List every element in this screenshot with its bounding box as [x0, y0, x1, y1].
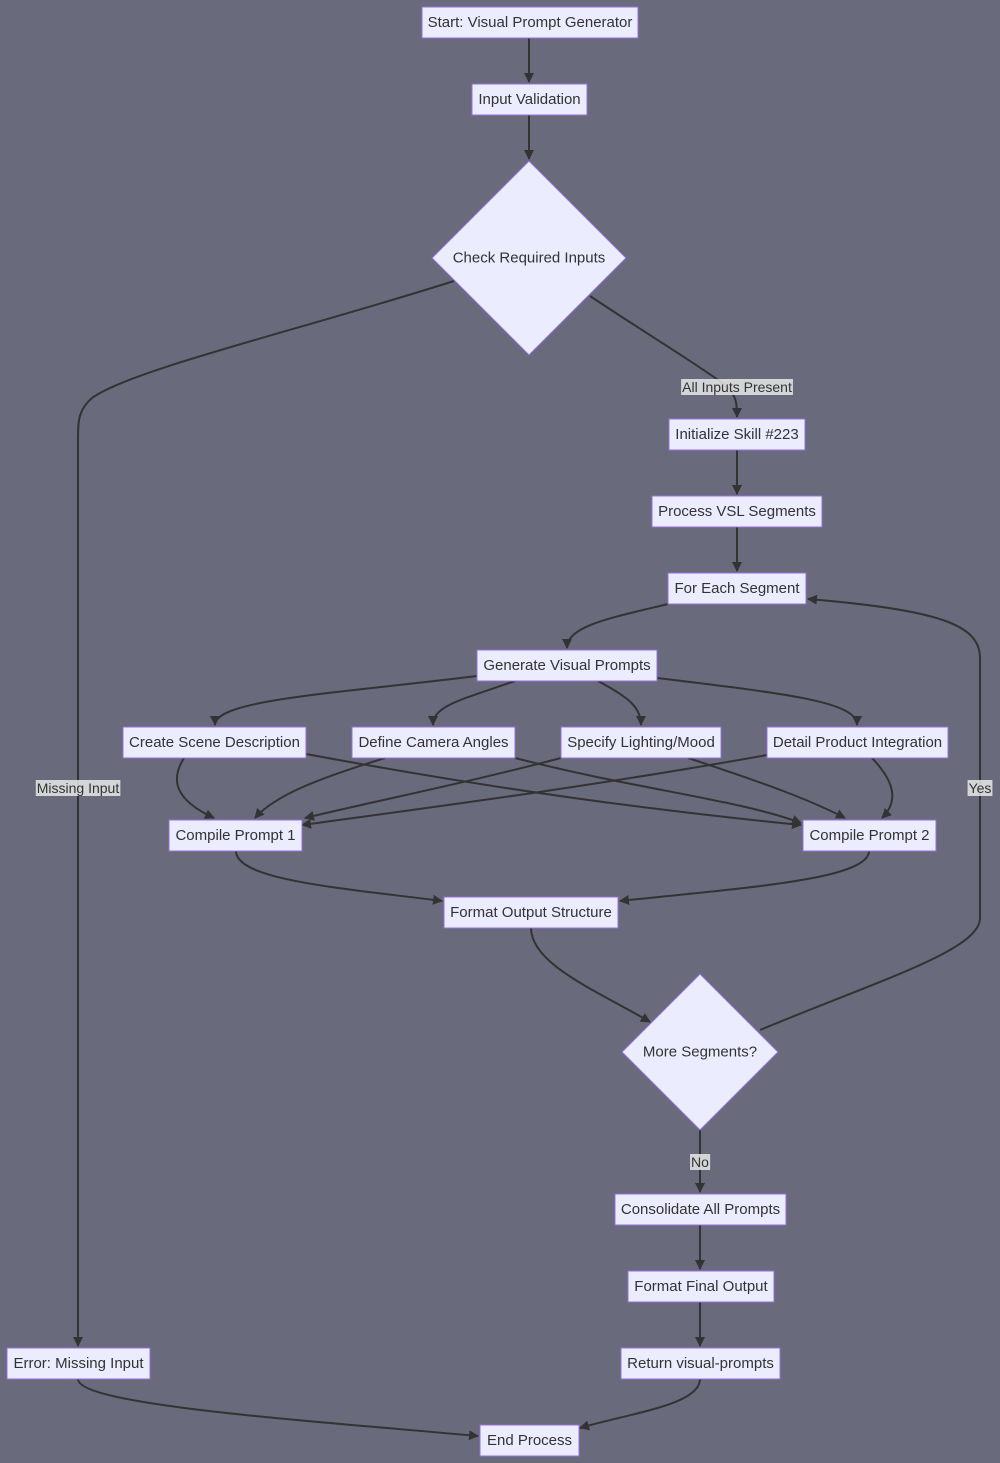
edge-scene-to-p2	[305, 753, 802, 830]
process-box-shape	[620, 1347, 781, 1380]
node-label: Error: Missing Input	[13, 1355, 144, 1372]
process-node-cons: Consolidate All Prompts	[614, 1193, 787, 1226]
process-node-validate: Input Validation	[471, 83, 588, 116]
process-node-p2: Compile Prompt 2	[802, 819, 937, 852]
edge-gen-to-product	[656, 677, 862, 726]
node-label: Compile Prompt 1	[175, 827, 295, 844]
process-node-p1: Compile Prompt 1	[168, 819, 303, 852]
edge-p2-to-fmt	[619, 850, 870, 906]
edge-each-to-gen	[562, 603, 669, 649]
edge-label-background	[35, 780, 121, 796]
process-box-shape	[443, 896, 619, 929]
edge-light-to-p1	[304, 757, 562, 821]
decision-node-more: More Segments?	[621, 973, 779, 1131]
node-label: Detail Product Integration	[773, 734, 942, 751]
edge-label-text: Yes	[969, 780, 992, 796]
edge-p1-to-fmt	[235, 850, 443, 905]
process-box-shape	[479, 1424, 580, 1457]
edge-label-background	[690, 1154, 711, 1170]
node-label: Create Scene Description	[129, 734, 300, 751]
node-label: Check Required Inputs	[453, 250, 606, 267]
node-label: Start: Visual Prompt Generator	[428, 14, 633, 31]
node-label: More Segments?	[643, 1044, 757, 1061]
node-label: Format Output Structure	[450, 904, 612, 921]
edge-light-to-p2	[687, 757, 846, 819]
edge-label-check-to-init: All Inputs Present	[681, 379, 793, 395]
node-label: Return visual-prompts	[627, 1355, 774, 1372]
process-box-shape	[476, 649, 658, 682]
process-box-shape	[627, 1270, 775, 1303]
edge-camera-to-p2	[514, 757, 802, 825]
decision-diamond-shape	[431, 160, 627, 356]
node-label: End Process	[487, 1432, 572, 1449]
process-node-final: Format Final Output	[627, 1270, 775, 1303]
process-box-shape	[6, 1347, 151, 1380]
edge-label-background	[681, 379, 793, 395]
node-label: Process VSL Segments	[658, 503, 816, 520]
process-box-shape	[351, 726, 516, 759]
node-label: Format Final Output	[634, 1278, 768, 1295]
edge-label-more-to-each: Yes	[967, 780, 993, 796]
process-node-end: End Process	[479, 1424, 580, 1457]
edge-product-to-p2	[871, 757, 894, 819]
process-node-vsl: Process VSL Segments	[651, 495, 823, 528]
decision-node-check: Check Required Inputs	[431, 160, 627, 356]
process-box-shape	[668, 418, 806, 451]
edge-check-to-init	[589, 295, 742, 418]
process-box-shape	[766, 726, 949, 759]
edge-gen-to-light	[597, 680, 646, 726]
node-label: Initialize Skill #223	[675, 426, 798, 443]
edge-label-text: Missing Input	[37, 780, 120, 796]
edge-label-more-to-cons: No	[690, 1154, 711, 1170]
node-label: Define Camera Angles	[358, 734, 508, 751]
process-node-ret: Return visual-prompts	[620, 1347, 781, 1380]
edge-more-to-each	[759, 594, 981, 1031]
edge-gen-to-scene	[210, 675, 478, 726]
process-box-shape	[122, 726, 307, 759]
edge-err-to-end	[77, 1378, 479, 1441]
node-label: Consolidate All Prompts	[621, 1201, 780, 1218]
process-box-shape	[421, 6, 639, 39]
process-box-shape	[560, 726, 722, 759]
edges-layer	[73, 38, 981, 1441]
process-box-shape	[614, 1193, 787, 1226]
process-node-camera: Define Camera Angles	[351, 726, 516, 759]
process-node-light: Specify Lighting/Mood	[560, 726, 722, 759]
process-box-shape	[651, 495, 823, 528]
edge-ret-to-end	[579, 1378, 701, 1431]
node-label: Compile Prompt 2	[809, 827, 929, 844]
edge-check-to-err	[73, 280, 455, 1347]
node-label: Generate Visual Prompts	[483, 657, 650, 674]
process-node-scene: Create Scene Description	[122, 726, 307, 759]
process-node-err: Error: Missing Input	[6, 1347, 151, 1380]
process-node-fmt: Format Output Structure	[443, 896, 619, 929]
decision-diamond-shape	[621, 973, 779, 1131]
edge-label-check-to-err: Missing Input	[35, 780, 121, 796]
edge-label-text: All Inputs Present	[682, 379, 792, 395]
process-box-shape	[667, 572, 807, 605]
process-box-shape	[168, 819, 303, 852]
node-label: Input Validation	[478, 91, 580, 108]
process-node-start: Start: Visual Prompt Generator	[421, 6, 639, 39]
node-label: For Each Segment	[674, 580, 800, 597]
process-node-each: For Each Segment	[667, 572, 807, 605]
process-box-shape	[802, 819, 937, 852]
edge-fmt-to-more	[530, 927, 651, 1023]
edge-scene-to-p1	[175, 757, 215, 819]
node-label: Specify Lighting/Mood	[567, 734, 715, 751]
process-node-product: Detail Product Integration	[766, 726, 949, 759]
edge-camera-to-p1	[254, 757, 386, 819]
process-node-init: Initialize Skill #223	[668, 418, 806, 451]
process-box-shape	[471, 83, 588, 116]
process-node-gen: Generate Visual Prompts	[476, 649, 658, 682]
edge-label-text: No	[691, 1154, 709, 1170]
edge-label-background	[967, 780, 993, 796]
edge-product-to-p1	[301, 754, 768, 829]
edge-gen-to-camera	[428, 680, 516, 726]
